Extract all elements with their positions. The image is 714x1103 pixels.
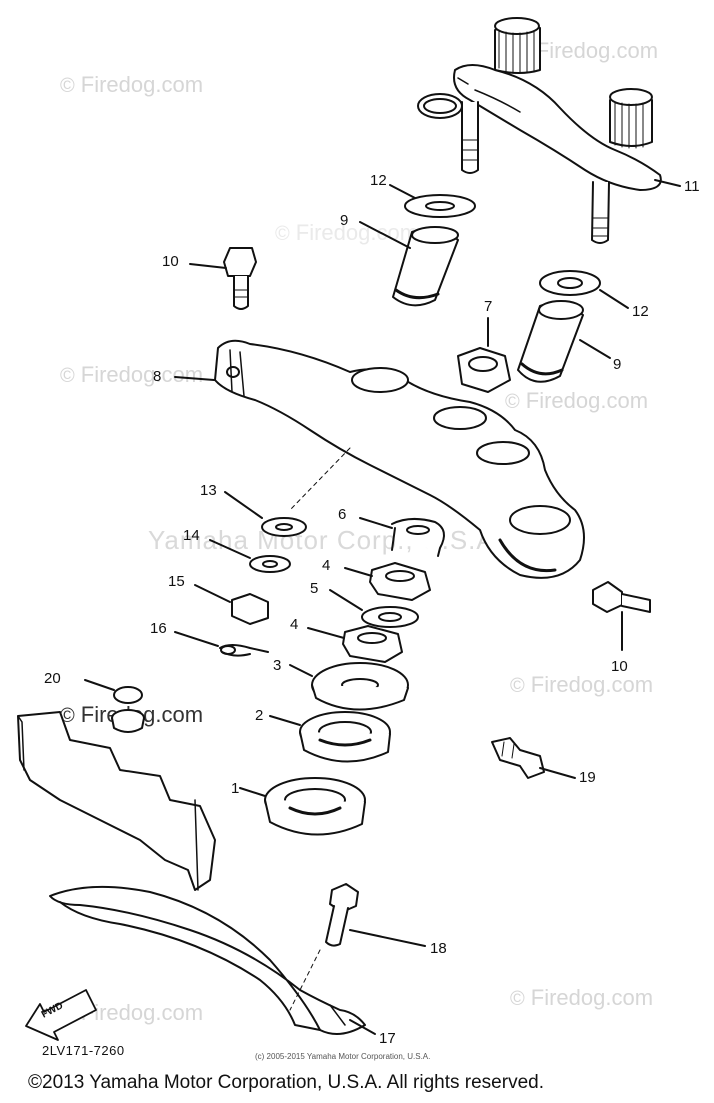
part-5-washer	[329, 589, 419, 628]
part-3-dust-seal	[289, 662, 409, 711]
part-17-cover	[49, 885, 376, 1035]
copyright-symbol: ©	[60, 75, 75, 97]
watermark: ©Firedog.com	[510, 672, 654, 697]
watermark: ©Firedog.com	[510, 985, 654, 1010]
copyright-symbol: ©	[60, 365, 75, 387]
copyright-symbol: ©	[510, 675, 525, 697]
watermark: ©Firedog.com	[60, 72, 204, 97]
part-label-10: 10	[162, 253, 179, 270]
part-label-17: 17	[379, 1030, 396, 1047]
copyright-symbol: ©	[510, 988, 525, 1010]
part-9-collars	[359, 221, 611, 383]
part-8-under-bracket	[174, 339, 585, 579]
part-label-9: 9	[340, 212, 349, 229]
part-label-4: 4	[322, 557, 331, 574]
small-copyright: (c) 2005-2015 Yamaha Motor Corporation, …	[255, 1052, 431, 1061]
diagram-code: 2LV171-7260	[42, 1043, 125, 1058]
part-label-10: 10	[611, 658, 628, 675]
part-6-lock-washer	[359, 517, 445, 557]
part-label-19: 19	[579, 769, 596, 786]
part-20-grommet	[84, 679, 145, 733]
part-label-16: 16	[150, 620, 167, 637]
part-label-5: 5	[310, 580, 319, 597]
part-label-13: 13	[200, 482, 217, 499]
forward-arrow-icon	[25, 989, 97, 1041]
part-label-15: 15	[168, 573, 185, 590]
part-11-handlebar-holder	[417, 17, 681, 244]
part-7-nut	[457, 317, 511, 393]
footer-copyright: ©2013 Yamaha Motor Corporation, U.S.A. A…	[28, 1072, 544, 1093]
part-label-18: 18	[430, 940, 447, 957]
part-13-washer	[224, 491, 307, 537]
part-label-4: 4	[290, 616, 299, 633]
part-label-14: 14	[183, 527, 200, 544]
watermark: ©Firedog.com	[505, 388, 649, 413]
part-15-nut	[194, 584, 269, 625]
part-4-ring-nuts	[307, 562, 431, 663]
copyright-symbol: ©	[505, 391, 520, 413]
part-label-20: 20	[44, 670, 61, 687]
part-label-3: 3	[273, 657, 282, 674]
part-12-washers	[389, 184, 629, 309]
part-1-bearing	[239, 777, 366, 836]
part-19-connector	[491, 737, 576, 779]
watermark: ©Firedog.com	[60, 362, 204, 387]
part-label-12: 12	[370, 172, 387, 189]
part-label-7: 7	[484, 298, 493, 315]
part-label-8: 8	[153, 368, 162, 385]
part-label-11: 11	[684, 178, 700, 195]
part-18-bolt	[325, 883, 426, 947]
plate-part	[17, 711, 216, 891]
part-10-bolts	[189, 247, 651, 651]
part-label-1: 1	[231, 780, 240, 797]
part-label-2: 2	[255, 707, 264, 724]
part-16-cotter-pin	[174, 631, 269, 657]
copyright-symbol: ©	[275, 223, 290, 245]
part-label-12: 12	[632, 303, 649, 320]
part-label-9: 9	[613, 356, 622, 373]
part-14-washer	[209, 539, 291, 573]
part-label-6: 6	[338, 506, 347, 523]
part-2-bearing	[269, 711, 391, 763]
